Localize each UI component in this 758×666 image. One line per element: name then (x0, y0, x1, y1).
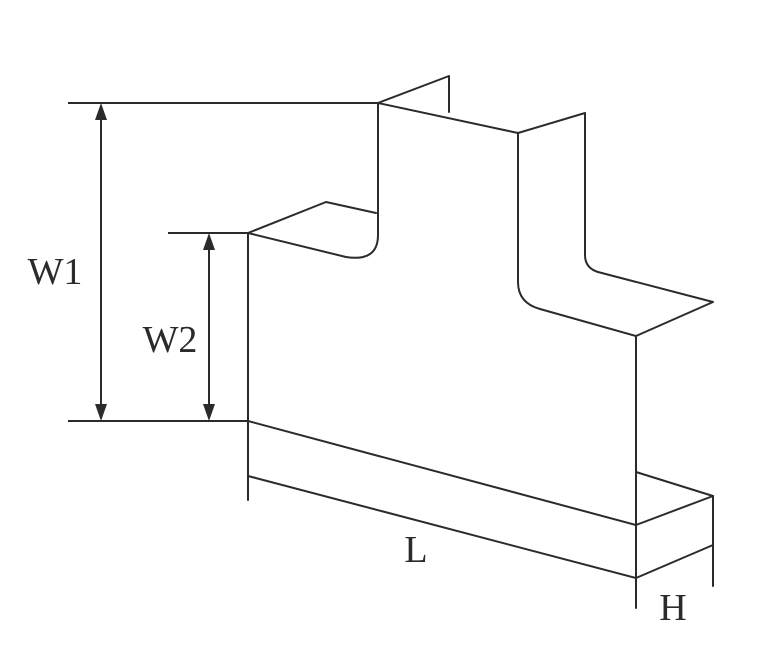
inner-left-vertical (247, 102, 379, 259)
w2-dimension (168, 232, 248, 421)
w2-arrow-top (203, 233, 215, 250)
w2-arrow-bottom (203, 404, 215, 421)
base-right-end-top (635, 471, 714, 526)
w1-arrow-bottom (95, 404, 107, 421)
base-top-front-edge (247, 420, 637, 526)
base-right-end-middle (635, 544, 714, 579)
upper-run-top-edge (377, 102, 519, 134)
fitting-outline (247, 75, 714, 609)
right-branch-top-face (597, 271, 714, 337)
left-branch-top-face (247, 201, 377, 234)
l-label: L (404, 529, 427, 571)
base-bottom-front-edge (247, 475, 637, 579)
w1-arrow-top (95, 103, 107, 120)
h-label: H (659, 587, 686, 629)
w2-label: W2 (143, 319, 198, 361)
w1-dimension (68, 102, 378, 422)
upper-left-leg-top-face (377, 75, 450, 113)
upper-right-leg-front-edge (517, 132, 637, 337)
upper-right-leg-top-face (517, 112, 599, 273)
w1-label: W1 (28, 251, 83, 293)
